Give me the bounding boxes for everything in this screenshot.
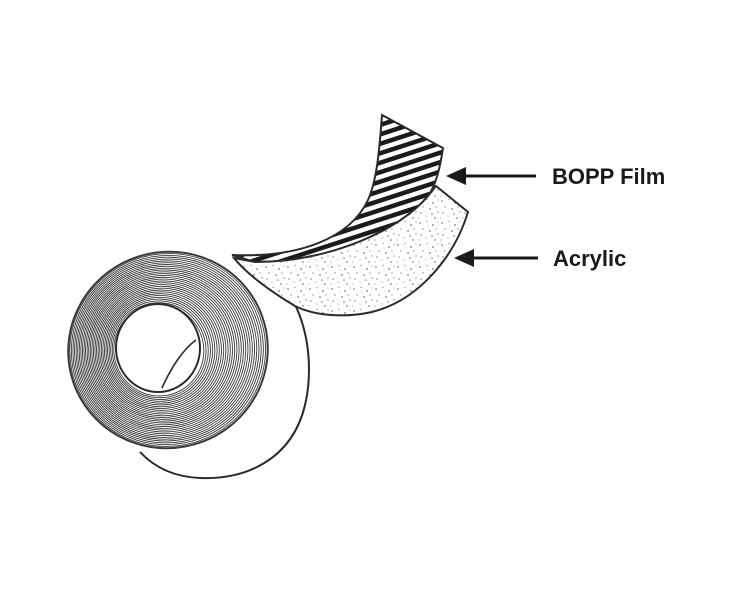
acrylic-arrow-head xyxy=(454,249,474,267)
winding-ring xyxy=(99,287,225,413)
winding-ring xyxy=(97,285,227,415)
winding-ring xyxy=(100,289,222,411)
roll-core xyxy=(115,303,201,393)
winding-ring xyxy=(77,262,255,438)
winding-ring xyxy=(108,298,211,402)
roll-core-inner-edge xyxy=(161,339,197,389)
winding-ring xyxy=(92,280,233,420)
callout-acrylic: Acrylic xyxy=(454,246,626,271)
winding-ring xyxy=(105,295,216,406)
winding-ring xyxy=(78,264,253,437)
callout-bopp-film: BOPP Film xyxy=(446,164,665,189)
winding-ring xyxy=(86,273,242,428)
winding-ring xyxy=(107,296,214,404)
winding-ring xyxy=(83,269,247,431)
winding-ring xyxy=(110,300,209,401)
winding-ring xyxy=(80,265,251,435)
winding-ring xyxy=(85,271,244,429)
winding-ring xyxy=(75,260,258,440)
winding-ring xyxy=(96,284,229,417)
winding-ring xyxy=(81,267,249,433)
winding-ring xyxy=(102,291,220,410)
acrylic-label: Acrylic xyxy=(553,246,626,271)
bopp-film-label: BOPP Film xyxy=(552,164,665,189)
winding-ring xyxy=(89,276,238,424)
winding-ring xyxy=(88,274,240,426)
winding-ring xyxy=(103,293,218,408)
winding-ring xyxy=(70,254,264,446)
tape-strip xyxy=(231,113,470,317)
tape-roll xyxy=(67,250,310,480)
winding-ring xyxy=(72,256,262,444)
winding-ring xyxy=(74,258,260,442)
bopp-film-arrow-head xyxy=(446,167,466,185)
winding-ring xyxy=(111,302,207,399)
roll-winding-rings xyxy=(67,250,269,450)
acrylic-layer xyxy=(231,184,470,317)
winding-ring xyxy=(94,282,231,419)
winding-ring xyxy=(91,278,236,422)
winding-ring xyxy=(69,253,267,447)
